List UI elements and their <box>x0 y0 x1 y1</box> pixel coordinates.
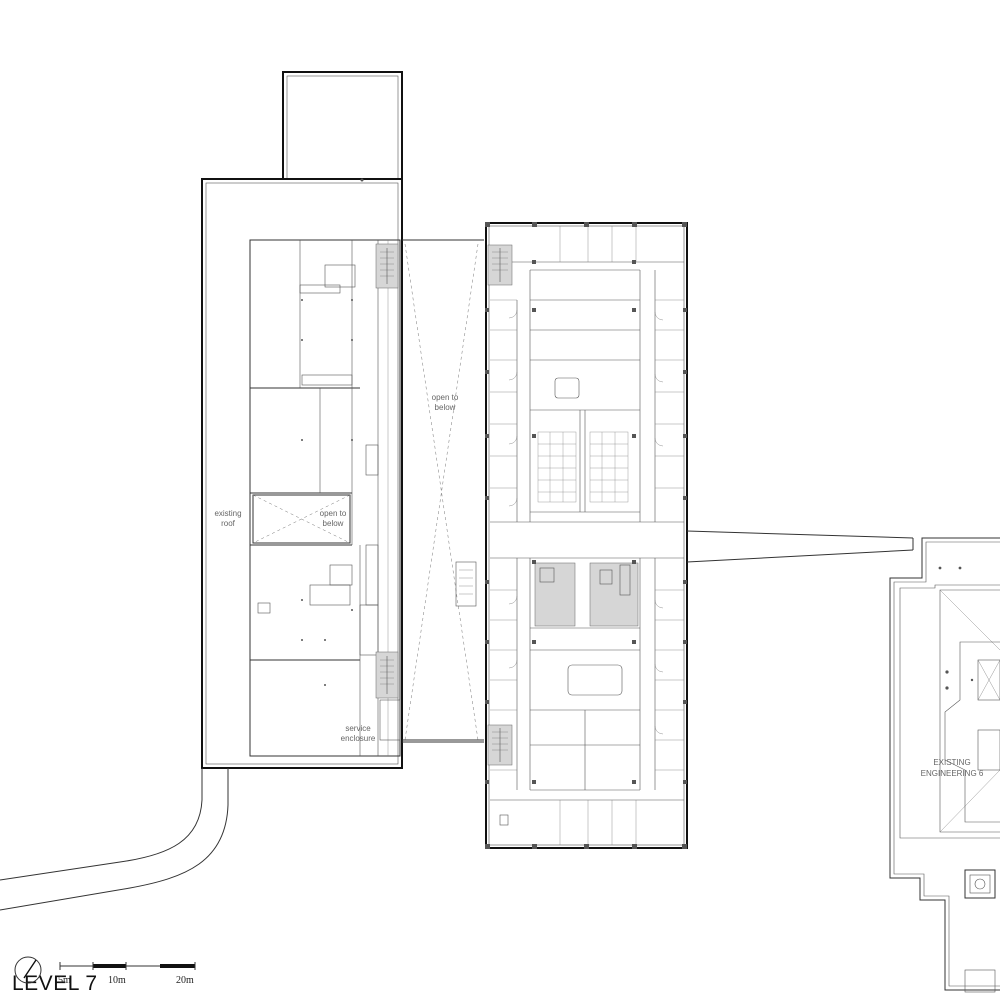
label-engineering-line1: EXISTING <box>933 758 970 767</box>
open-to-below-void-west <box>252 494 351 544</box>
bridge-link <box>686 530 914 563</box>
service-enclosure <box>379 699 401 741</box>
rooftop-unit <box>964 869 996 899</box>
north-annex <box>282 71 403 180</box>
label-engineering-line2: ENGINEERING 6 <box>921 769 984 778</box>
washroom-core <box>534 562 639 627</box>
label-open-below-atrium-line1: open to <box>432 393 459 402</box>
label-open-below-void-line2: below <box>323 519 344 528</box>
label-open-below-void-line1: open to <box>320 509 347 518</box>
label-service-line1: service <box>345 724 371 733</box>
west-existing-building <box>0 71 403 911</box>
curved-walkway <box>0 768 203 881</box>
atrium <box>402 239 484 743</box>
existing-roof-outline <box>201 178 403 769</box>
stair-core-north-west <box>375 243 399 289</box>
scale-label-20m: 20m <box>176 975 194 986</box>
stair-core-south-west <box>375 651 399 699</box>
label-existing-roof-line1: existing <box>214 509 241 518</box>
scale-label-5m: 5m <box>58 975 71 986</box>
new-building-outline <box>485 222 688 849</box>
label-service-line2: enclosure <box>341 734 376 743</box>
scale-label-10m: 10m <box>108 975 126 986</box>
meeting-table-north <box>554 377 580 399</box>
classroom-seating <box>537 431 629 503</box>
atrium-stair <box>455 561 477 607</box>
stair-core-north-east <box>487 244 513 286</box>
scale-bar: 5m 10m 20m <box>58 962 196 986</box>
label-open-below-atrium-line2: below <box>435 403 456 412</box>
north-arrow-icon <box>14 956 42 984</box>
label-existing-roof-line2: roof <box>221 519 236 528</box>
structural-columns <box>485 222 687 849</box>
upper-volume <box>249 239 401 757</box>
existing-engineering-6 <box>889 537 1000 993</box>
meeting-table-south <box>567 664 623 696</box>
plan-labels: existing roof open to below open to belo… <box>214 393 983 778</box>
title-block: LEVEL 7 5m 10m 20m <box>12 956 196 995</box>
stair-core-south-east <box>487 724 513 766</box>
level-title: LEVEL 7 <box>12 972 98 995</box>
new-building <box>485 222 688 849</box>
